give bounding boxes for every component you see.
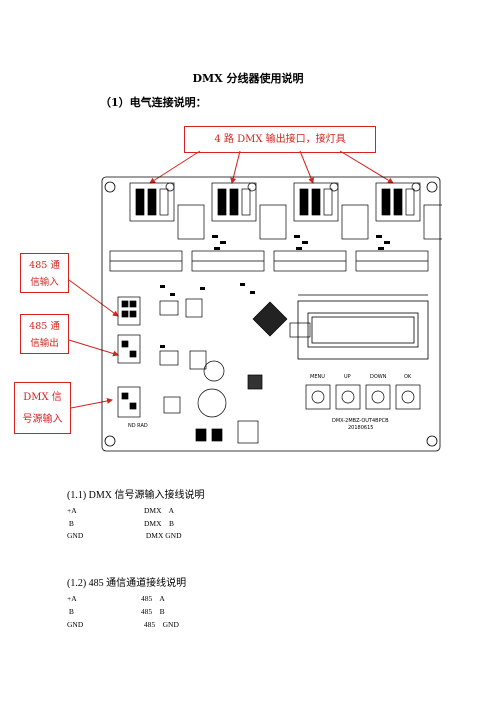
connector-dmx-in <box>117 386 141 418</box>
callout-dmx-outputs: 4 路 DMX 输出接口，接灯具 <box>184 126 376 153</box>
dmx-row-1-right: DMX A <box>144 506 175 515</box>
dmx-row-3-right: DMX GND <box>144 531 182 540</box>
channel-block-1 <box>109 182 205 272</box>
callout-485-output-line1: 485 通 <box>29 321 60 332</box>
lcd-display <box>297 294 429 360</box>
callout-dmx-input: DMX 信 号源输入 <box>14 382 71 434</box>
dmx-row-3-left: GND <box>67 531 84 540</box>
button-label-down: DOWN <box>370 374 387 380</box>
callout-dmx-input-line1: DMX 信 <box>23 392 62 403</box>
callout-dmx-input-line2: 号源输入 <box>22 414 63 425</box>
pcb-board-drawing <box>101 176 442 452</box>
button-label-ok: OK <box>404 374 412 380</box>
485-row-2-right: 485 B <box>139 607 165 616</box>
button-ok <box>395 384 421 410</box>
dmx-row-1-left: +A <box>67 506 77 515</box>
button-menu <box>305 384 331 410</box>
485-row-1-left: +A <box>67 594 77 603</box>
485-row-3-left: GND <box>67 620 84 629</box>
dmx-row-2-right: DMX B <box>144 519 175 528</box>
button-label-up: UP <box>344 374 351 380</box>
button-label-menu: MENU <box>310 374 325 380</box>
dmx-row-2-left: B <box>67 519 74 528</box>
485-row-2-left: B <box>67 607 74 616</box>
pcb-label-model: DMX-2MBZ-OUT4BPCB <box>332 418 389 424</box>
channel-block-3 <box>273 182 369 272</box>
485-row-1-right: 485 A <box>141 594 165 603</box>
page-title: DMX 分线器使用说明 <box>192 72 304 85</box>
callout-485-output: 485 通 信输出 <box>20 314 69 354</box>
callout-485-input-line2: 信输入 <box>30 277 59 288</box>
channel-block-2 <box>191 182 287 272</box>
channel-block-4 <box>355 182 442 272</box>
callout-485-output-line2: 信输出 <box>30 338 59 349</box>
section-subtitle: （1）电气连接说明： <box>100 96 207 109</box>
callout-485-input: 485 通 信输入 <box>20 253 69 293</box>
callout-485-input-line1: 485 通 <box>29 260 60 271</box>
485-row-3-right: 485 GND <box>142 620 179 629</box>
button-up <box>335 384 361 410</box>
connector-485-in <box>117 296 141 326</box>
button-down <box>365 384 391 410</box>
section-dmx-heading: (1.1) DMX 信号源输入接线说明 <box>67 490 205 501</box>
connector-485-out <box>117 334 141 364</box>
section-485-heading: (1.2) 485 通信通道接线说明 <box>67 578 187 589</box>
pcb-label-left: ND RAD <box>128 423 148 429</box>
pcb-label-date: 20180615 <box>348 425 374 431</box>
